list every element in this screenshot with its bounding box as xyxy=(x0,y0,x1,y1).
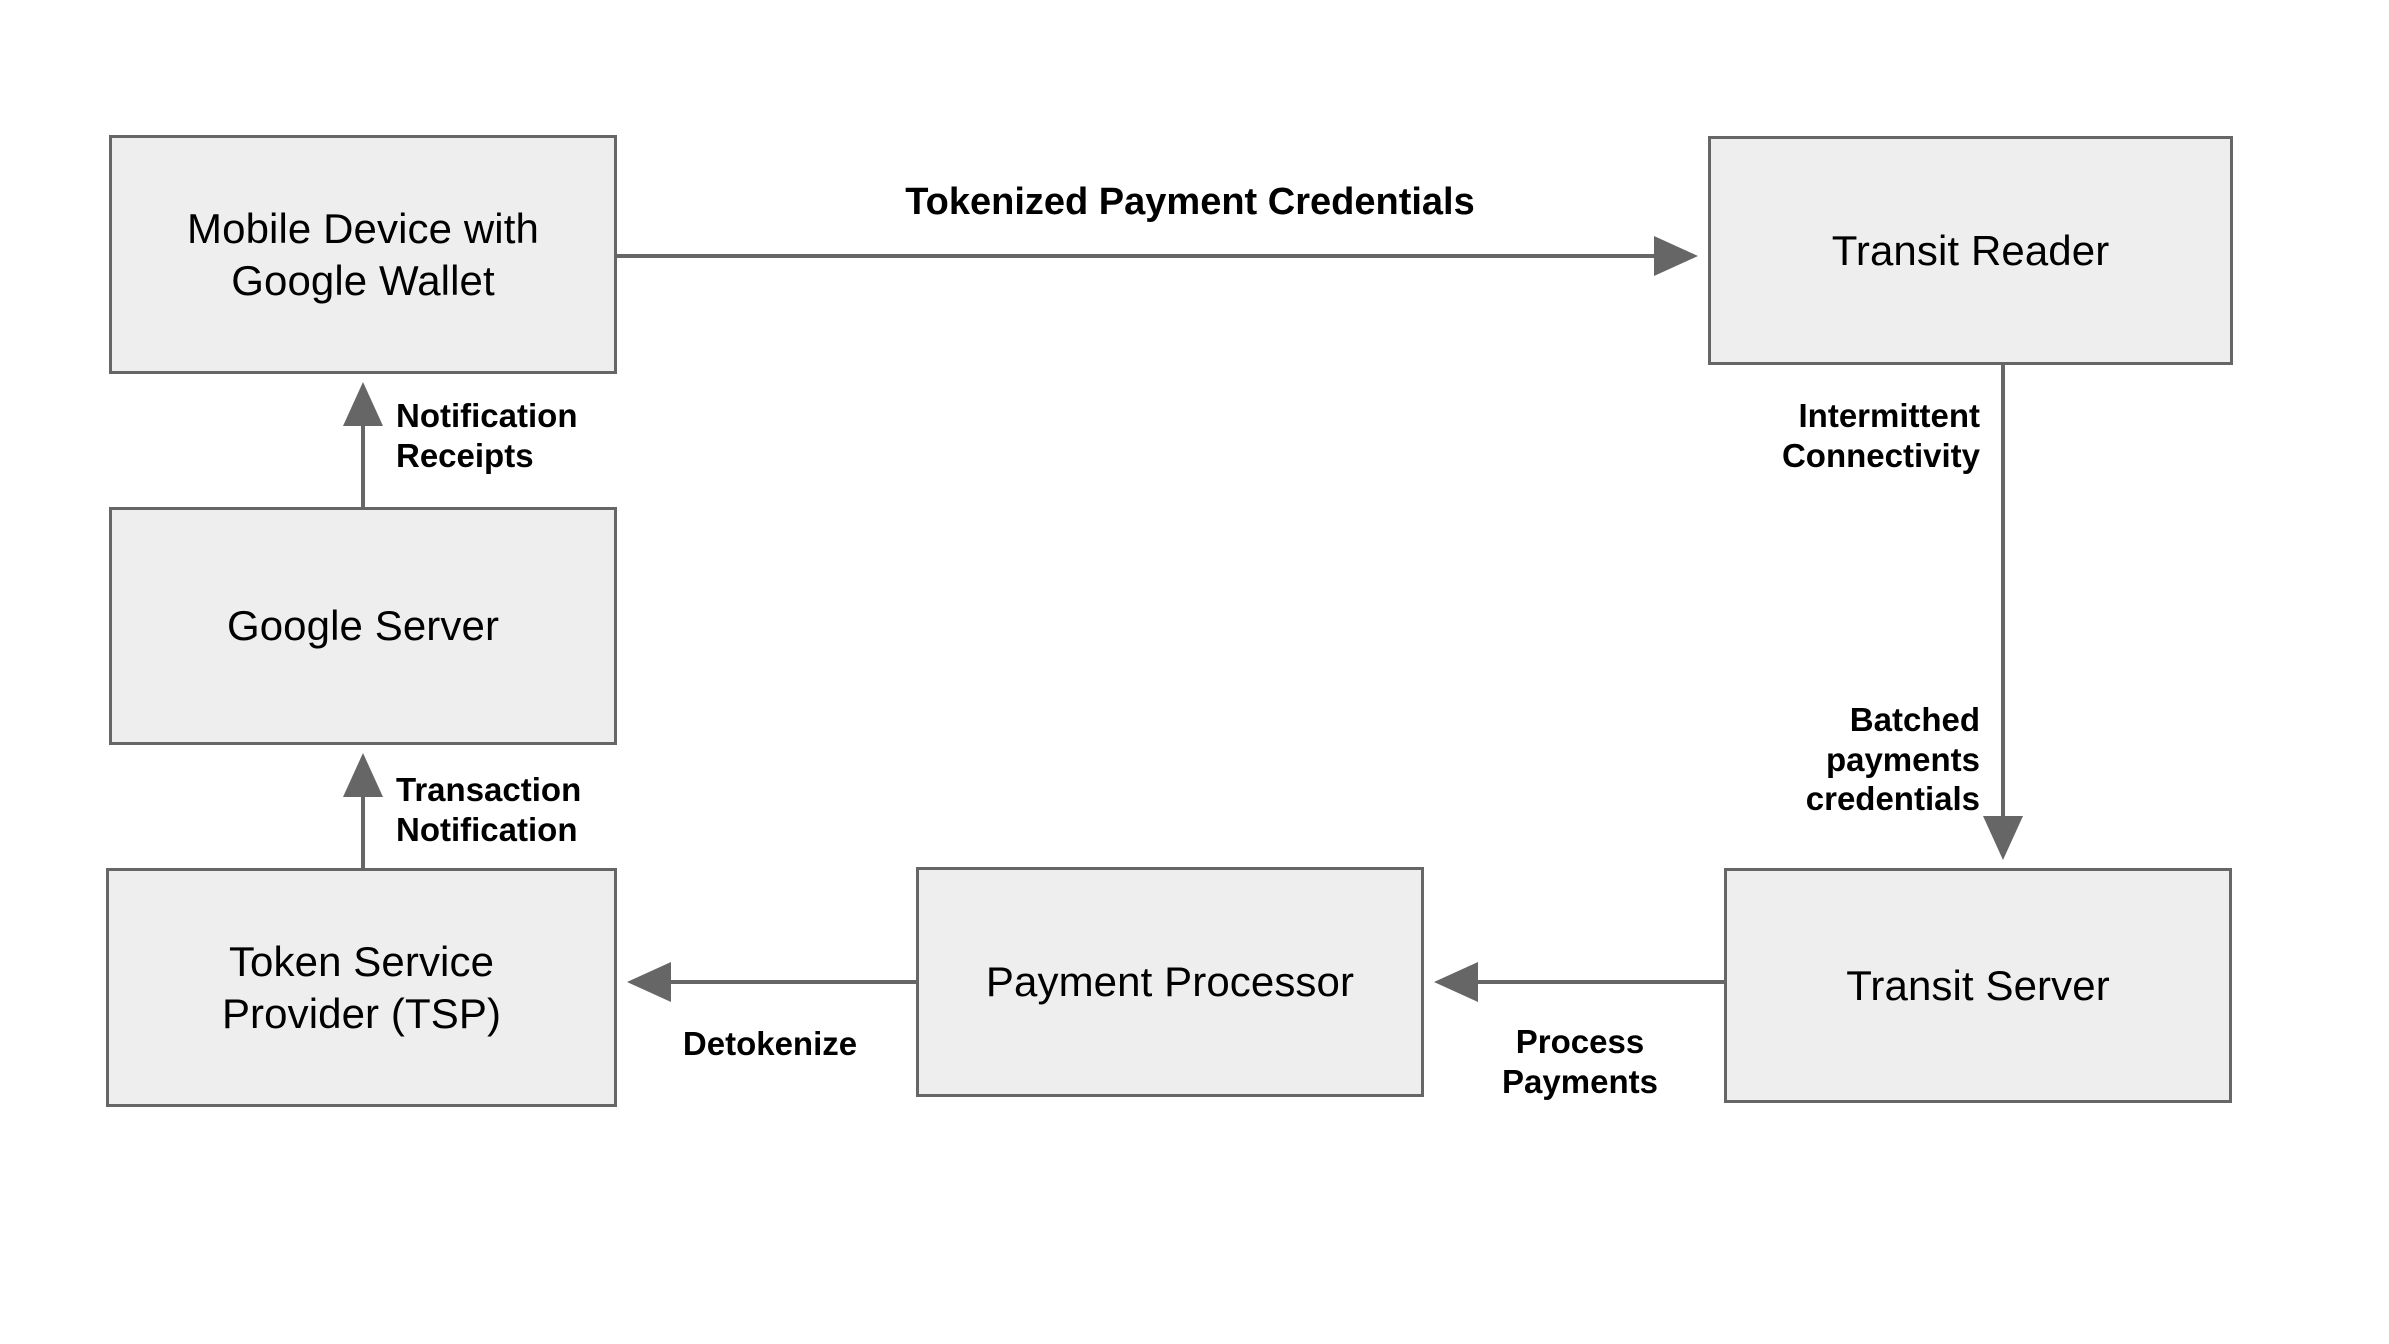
edge-label-intermittent-connectivity: Intermittent Connectivity xyxy=(1781,397,1980,474)
node-google-server[interactable]: Google Server xyxy=(109,507,617,745)
node-token-service-provider[interactable]: Token Service Provider (TSP) xyxy=(106,868,617,1107)
node-mobile-device[interactable]: Mobile Device with Google Wallet xyxy=(109,135,617,374)
edge-label-tokenized-payment-credentials: Tokenized Payment Credentials xyxy=(905,181,1475,223)
edge-label-transaction-notification: Transaction Notification xyxy=(396,771,582,848)
node-transit-server[interactable]: Transit Server xyxy=(1724,868,2232,1103)
edge-label-process-payments: Process Payments xyxy=(1502,1023,1658,1100)
edge-label-detokenize: Detokenize xyxy=(682,1025,858,1062)
edge-label-batched-payments-credentials: Batched payments credentials xyxy=(1805,701,1980,818)
edge-label-notification-receipts: Notification Receipts xyxy=(396,397,578,474)
node-transit-reader[interactable]: Transit Reader xyxy=(1708,136,2233,365)
node-payment-processor[interactable]: Payment Processor xyxy=(916,867,1424,1097)
